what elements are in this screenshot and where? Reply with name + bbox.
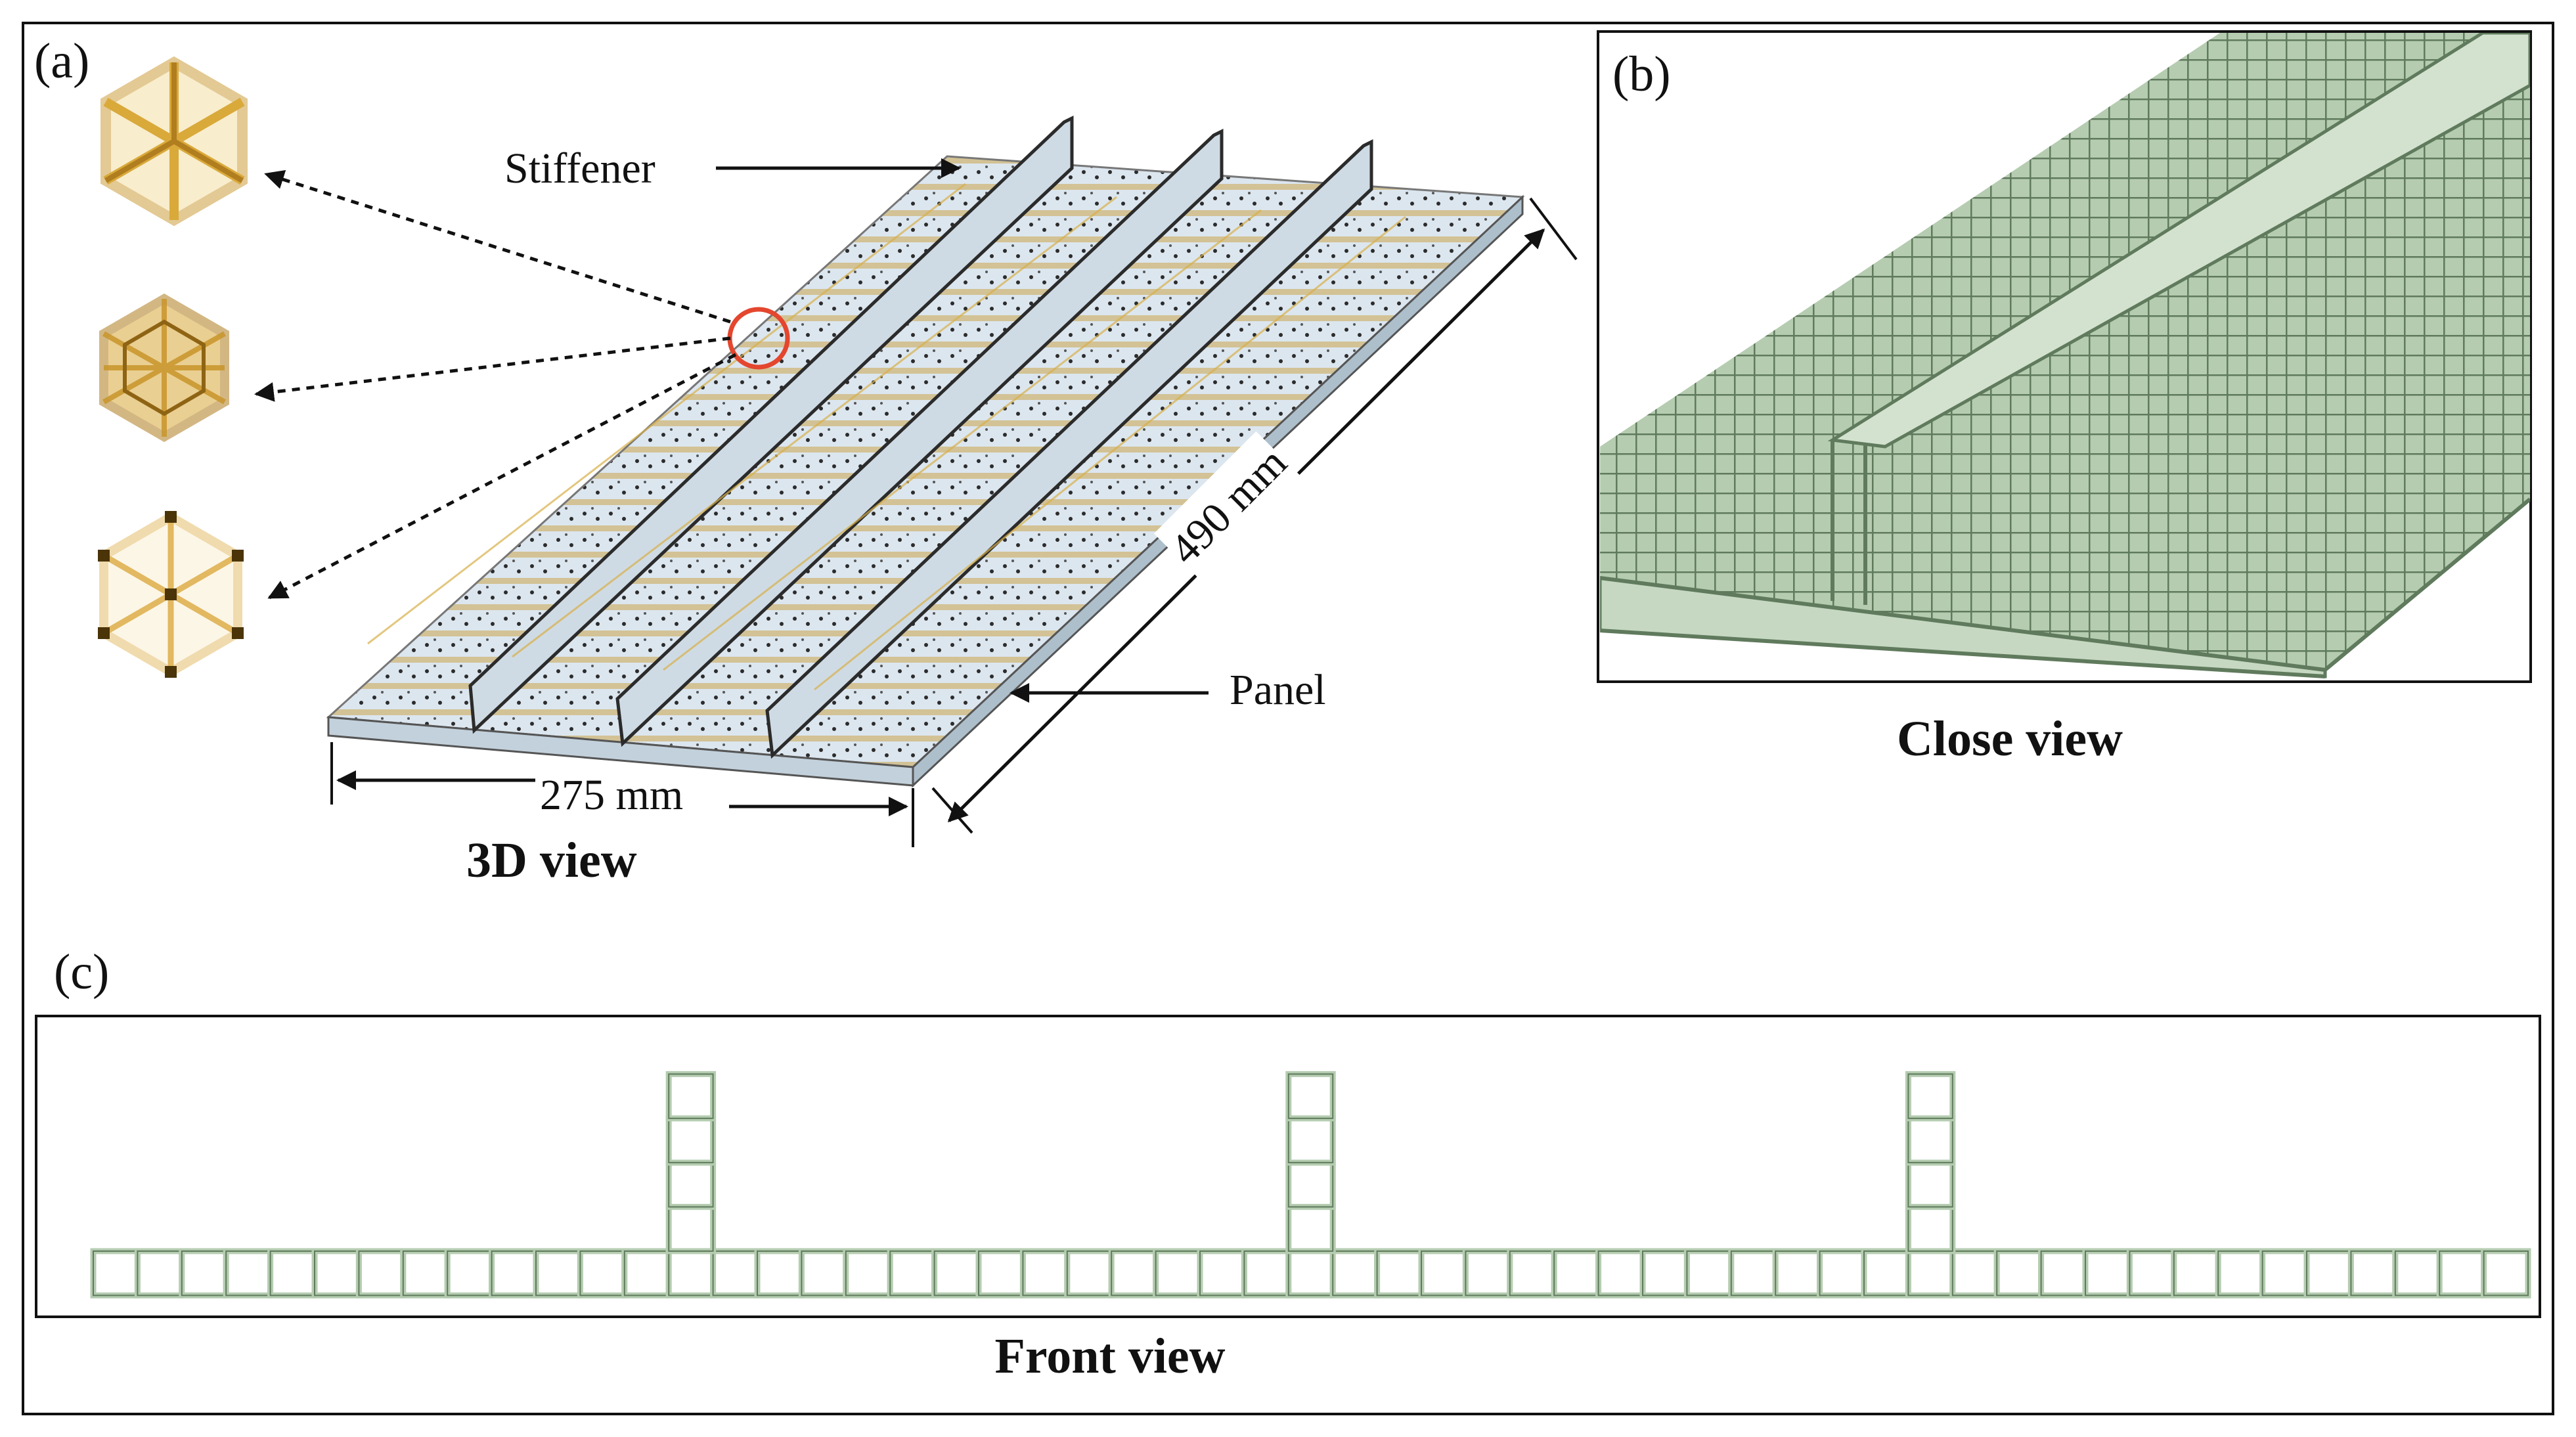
panel-cell	[754, 1248, 805, 1298]
panel-cell	[975, 1248, 1026, 1298]
leader-cubic	[264, 169, 731, 324]
panel-cell	[665, 1248, 717, 1298]
unit-cell-cubic-icon	[100, 56, 248, 227]
panel-cell	[1817, 1248, 1867, 1298]
panel-cell	[489, 1248, 539, 1298]
panel-cell	[931, 1248, 982, 1298]
panel-cell	[1993, 1248, 2045, 1298]
panel-cell	[1728, 1248, 1779, 1298]
panel-cell	[1551, 1248, 1602, 1298]
panel-a-caption: 3D view	[466, 833, 637, 888]
panel-cell	[2082, 1248, 2133, 1298]
stiffener-cell	[1285, 1071, 1336, 1122]
front-view-frame	[35, 1015, 2541, 1318]
panel-cell	[1374, 1248, 1425, 1298]
panel-cell	[2259, 1248, 2310, 1298]
panel-cell	[223, 1248, 274, 1298]
panel-cell	[1418, 1248, 1469, 1298]
panel-cell	[2436, 1248, 2487, 1298]
panel-cell	[1329, 1248, 1381, 1298]
stiffener-cell	[1285, 1159, 1336, 1210]
panel-cell	[90, 1248, 141, 1298]
panel-cell	[2481, 1248, 2531, 1298]
stiffened-plate-3d	[326, 115, 1525, 788]
stiffener-cell	[665, 1204, 717, 1254]
stiffener-cell	[1285, 1204, 1336, 1254]
stiffener-callout: Stiffener	[504, 144, 655, 192]
panel-cell	[267, 1248, 318, 1298]
stiffener-cell	[1905, 1071, 1956, 1122]
panel-cell	[2392, 1248, 2443, 1298]
panel-cell	[2303, 1248, 2354, 1298]
stiffener-cell	[665, 1159, 717, 1210]
leader-node-cubic	[267, 353, 737, 600]
panel-cell	[1595, 1248, 1646, 1298]
panel-cell	[887, 1248, 938, 1298]
stiffener-cell	[665, 1071, 717, 1122]
panel-callout: Panel	[1230, 666, 1326, 714]
panel-b-label: (b)	[1612, 47, 1671, 102]
stiffener-cell	[1905, 1159, 1956, 1210]
panel-b: (b) Close view	[1597, 30, 2532, 766]
panel-cell	[1241, 1248, 1292, 1298]
panel-cell	[444, 1248, 495, 1298]
panel-a-label: (a)	[34, 33, 89, 89]
panel-cell	[1905, 1248, 1956, 1298]
panel-cell	[2347, 1248, 2399, 1298]
panel-cell	[400, 1248, 451, 1298]
panel-cell	[1153, 1248, 1203, 1298]
panel-cell	[843, 1248, 893, 1298]
panel-cell	[2171, 1248, 2221, 1298]
panel-cell	[179, 1248, 229, 1298]
stiffener-cell	[1905, 1115, 1956, 1166]
stiffener-cell	[1905, 1204, 1956, 1254]
leader-octet	[254, 336, 731, 402]
panel-cell	[1507, 1248, 1557, 1298]
panel-cell	[311, 1248, 362, 1298]
unit-cell-node-cubic-icon	[98, 511, 244, 678]
width-dimension: 275 mm	[330, 742, 914, 847]
panel-b-caption: Close view	[1897, 711, 2123, 766]
panel-cell	[2215, 1248, 2266, 1298]
panel-c: (c) Front view	[35, 944, 2541, 1384]
panel-cell	[1949, 1248, 2000, 1298]
panel-c-label: (c)	[54, 944, 109, 1000]
panel-cell	[1019, 1248, 1071, 1298]
panel-cell	[134, 1248, 185, 1298]
panel-cell	[1462, 1248, 1513, 1298]
panel-cell	[533, 1248, 583, 1298]
panel-cell	[355, 1248, 407, 1298]
panel-cell	[1064, 1248, 1115, 1298]
panel-cell	[710, 1248, 761, 1298]
panel-c-caption: Front view	[994, 1329, 1225, 1384]
unit-cell-octet-icon	[99, 293, 229, 443]
panel-cell	[577, 1248, 628, 1298]
front-view-lattice	[90, 1071, 2531, 1298]
panel-a: (a)	[34, 33, 1578, 888]
panel-cell	[1108, 1248, 1159, 1298]
stiffener-cell	[665, 1115, 717, 1166]
panel-cell	[798, 1248, 849, 1298]
panel-cell	[1285, 1248, 1336, 1298]
panel-cell	[1861, 1248, 1911, 1298]
outer-frame	[22, 22, 2554, 1415]
panel-cell	[1197, 1248, 1247, 1298]
stiffener-cell	[1285, 1115, 1336, 1166]
panel-cell	[1683, 1248, 1735, 1298]
panel-cell	[1772, 1248, 1823, 1298]
panel-cell	[2038, 1248, 2089, 1298]
panel-cell	[2126, 1248, 2177, 1298]
panel-cell	[1639, 1248, 1690, 1298]
panel-cell	[621, 1248, 672, 1298]
width-label: 275 mm	[540, 771, 683, 819]
